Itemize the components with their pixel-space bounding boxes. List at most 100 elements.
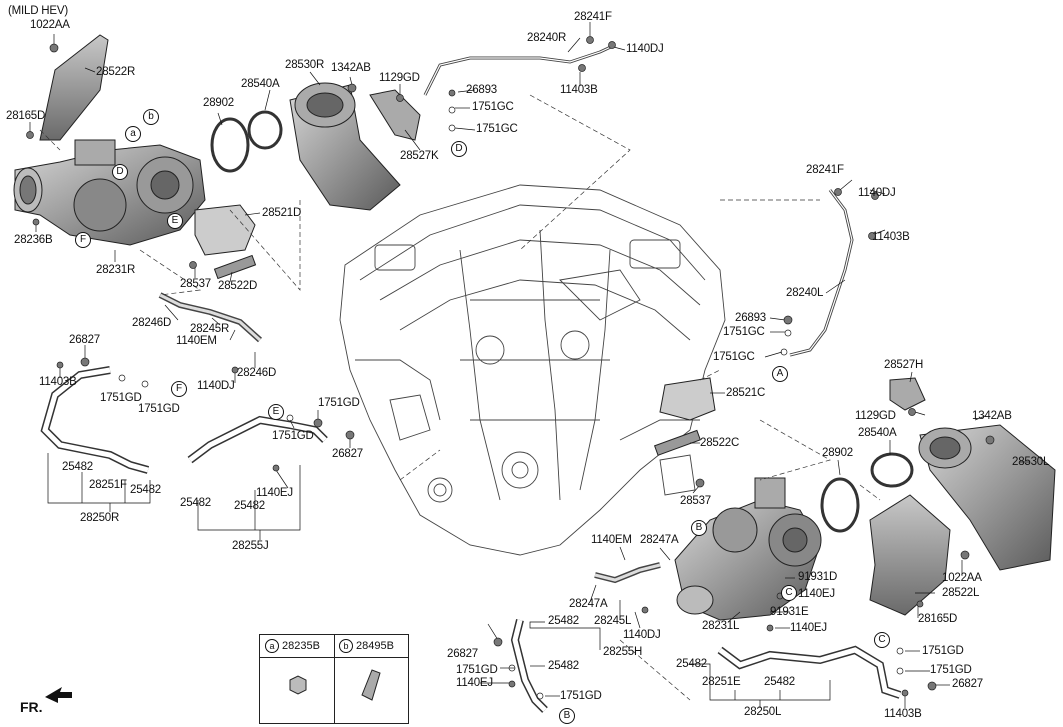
part-label: 1022AA [30, 19, 70, 31]
part-label: 28240L [786, 287, 824, 299]
callout-marker: b [143, 109, 159, 125]
part-label: 25482 [764, 676, 795, 688]
part-label: 28250L [744, 706, 782, 718]
clamp-right [210, 117, 250, 173]
legend-marker-a: a [265, 639, 279, 653]
part-label: 28521D [262, 207, 302, 219]
part-label: 28231L [702, 620, 740, 632]
part-label: 1140DJ [858, 187, 896, 199]
callout-marker: B [559, 708, 575, 724]
turbocharger-right [13, 139, 206, 246]
part-label: 28537 [680, 495, 711, 507]
part-label: 28241F [574, 11, 612, 23]
leader-lines [29, 22, 1030, 708]
part-label: 1140EJ [798, 588, 835, 600]
callout-marker: E [268, 404, 284, 420]
part-label: 25482 [676, 658, 707, 670]
variant-label: (MILD HEV) [8, 5, 68, 17]
callout-marker: D [451, 141, 467, 157]
part-label: 1342AB [331, 62, 371, 74]
heat-shield-left [869, 494, 951, 616]
gasket-right [247, 110, 283, 150]
callout-marker: C [874, 632, 890, 648]
part-label: 1140EJ [256, 487, 293, 499]
gasket-28521c [659, 377, 716, 421]
bracket-28522d [213, 254, 257, 280]
legend-part-a: 28235B [282, 639, 320, 652]
legend-nut-icon [289, 675, 307, 695]
heat-shield-right [39, 34, 109, 141]
legend-part-b: 28495B [356, 639, 394, 652]
part-label: 1751GD [922, 645, 964, 657]
gasket-left [870, 452, 914, 488]
part-label: 28246D [132, 317, 172, 329]
callout-marker: B [691, 520, 707, 536]
legend-marker-b: b [339, 639, 353, 653]
part-label: 25482 [130, 484, 161, 496]
catalytic-converter-left [918, 424, 1056, 571]
part-label: 1751GD [318, 397, 360, 409]
legend-clip-icon [361, 669, 381, 701]
part-label: 28902 [203, 97, 234, 109]
callout-marker: F [171, 381, 187, 397]
front-marker: FR. [20, 699, 43, 715]
part-label: 25482 [62, 461, 93, 473]
part-label: 11403B [872, 231, 910, 243]
part-label: 28251F [89, 479, 127, 491]
part-label: 1342AB [972, 410, 1012, 422]
callout-marker: A [772, 366, 788, 382]
part-label: 28247A [640, 534, 679, 546]
part-label: 28522L [942, 587, 980, 599]
hardware [26, 36, 995, 700]
part-label: 1751GD [272, 430, 314, 442]
part-label: 28255H [603, 646, 643, 658]
part-label: 1140DJ [623, 629, 661, 641]
part-label: 28522R [96, 66, 136, 78]
part-label: 1751GD [930, 664, 972, 676]
part-label: 28165D [918, 613, 958, 625]
callout-marker: a [125, 126, 141, 142]
part-label: 1129GD [379, 72, 420, 84]
bracket-28527h [889, 377, 926, 411]
part-label: 28250R [80, 512, 120, 524]
part-label: 28245R [190, 323, 230, 335]
part-label: 1751GD [100, 392, 142, 404]
part-label: 28231R [96, 264, 136, 276]
part-label: 1751GD [560, 690, 602, 702]
reference-lines [39, 94, 881, 701]
part-label: 28247A [569, 598, 608, 610]
part-label: 26827 [69, 334, 100, 346]
part-label: 28522C [700, 437, 740, 449]
part-label: 1022AA [942, 572, 982, 584]
part-label: 28251E [702, 676, 741, 688]
part-label: 25482 [234, 500, 265, 512]
part-label: 28527H [884, 359, 924, 371]
part-label: 91931D [798, 571, 838, 583]
catalytic-converter-right [289, 82, 401, 211]
part-label: 28902 [822, 447, 853, 459]
part-label: 1140EJ [456, 677, 493, 689]
part-label: 1751GC [472, 101, 514, 113]
part-label: 28236B [14, 234, 53, 246]
part-label: 1140DJ [197, 380, 235, 392]
part-label: 28540A [241, 78, 280, 90]
part-label: 26893 [466, 84, 497, 96]
part-label: 28246D [237, 367, 277, 379]
part-label: 26827 [332, 448, 363, 460]
clamp-left [820, 477, 860, 533]
part-label: 1140EJ [790, 622, 827, 634]
part-label: 26827 [447, 648, 478, 660]
callout-marker: C [781, 585, 797, 601]
part-label: 91931E [770, 606, 809, 618]
part-label: 1140EM [591, 534, 632, 546]
part-label: 25482 [548, 615, 579, 627]
legend-divider [334, 635, 335, 723]
part-label: 11403B [560, 84, 598, 96]
part-label: 1751GD [456, 664, 498, 676]
part-label: 1751GC [713, 351, 755, 363]
part-label: 26827 [952, 678, 983, 690]
callout-marker: E [167, 213, 183, 229]
